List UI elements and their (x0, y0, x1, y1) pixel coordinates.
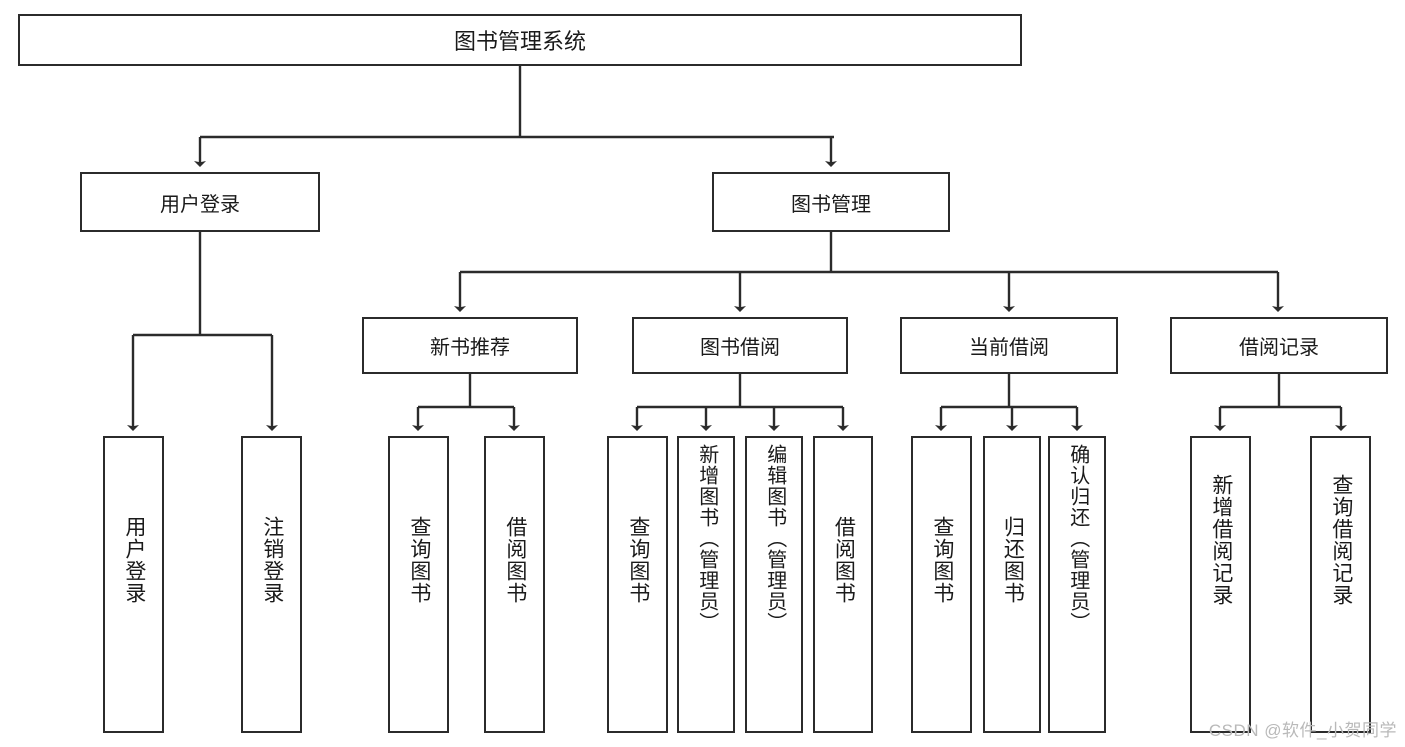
node-leaf-confirm-return-admin-label: 确认归还（管理员） (1066, 444, 1089, 633)
node-leaf-add-book-admin[interactable]: 新增图书（管理员） (677, 436, 735, 733)
node-root[interactable]: 图书管理系统 (18, 14, 1022, 66)
csdn-watermark: CSDN @软件_小贺同学 (1208, 721, 1397, 740)
node-leaf-query-book-3[interactable]: 查询图书 (911, 436, 972, 733)
node-leaf-query-book-2[interactable]: 查询图书 (607, 436, 668, 733)
node-leaf-query-borrow-record[interactable]: 查询借阅记录 (1310, 436, 1371, 733)
node-leaf-add-borrow-record-label: 新增借阅记录 (1209, 474, 1233, 606)
node-leaf-query-borrow-record-label: 查询借阅记录 (1329, 474, 1353, 606)
node-leaf-user-logout-label: 注销登录 (260, 516, 284, 604)
node-root-label: 图书管理系统 (453, 29, 586, 54)
node-leaf-query-book-1-label: 查询图书 (407, 516, 431, 604)
node-leaf-query-book-3-label: 查询图书 (930, 516, 954, 604)
node-user-login[interactable]: 用户登录 (80, 172, 320, 232)
node-book-borrow-label: 图书借阅 (700, 337, 780, 359)
node-leaf-query-book-2-label: 查询图书 (626, 516, 650, 604)
node-leaf-return-book-label: 归还图书 (1001, 516, 1025, 604)
node-book-borrow[interactable]: 图书借阅 (632, 317, 848, 374)
node-new-book-recommend[interactable]: 新书推荐 (362, 317, 578, 374)
node-leaf-user-login[interactable]: 用户登录 (103, 436, 164, 733)
node-leaf-confirm-return-admin[interactable]: 确认归还（管理员） (1048, 436, 1106, 733)
node-borrow-record[interactable]: 借阅记录 (1170, 317, 1388, 374)
node-leaf-edit-book-admin[interactable]: 编辑图书（管理员） (745, 436, 803, 733)
node-new-book-recommend-label: 新书推荐 (430, 337, 510, 359)
node-current-borrow[interactable]: 当前借阅 (900, 317, 1118, 374)
node-borrow-record-label: 借阅记录 (1239, 337, 1319, 359)
node-leaf-user-login-label: 用户登录 (122, 516, 146, 604)
node-leaf-edit-book-admin-label: 编辑图书（管理员） (763, 444, 786, 633)
node-leaf-return-book[interactable]: 归还图书 (983, 436, 1041, 733)
node-leaf-borrow-book-1[interactable]: 借阅图书 (484, 436, 545, 733)
node-leaf-add-borrow-record[interactable]: 新增借阅记录 (1190, 436, 1251, 733)
node-user-login-label: 用户登录 (160, 193, 240, 216)
node-book-manage-label: 图书管理 (791, 193, 871, 216)
node-book-manage[interactable]: 图书管理 (712, 172, 950, 232)
node-leaf-borrow-book-1-label: 借阅图书 (503, 516, 527, 604)
node-leaf-borrow-book-2-label: 借阅图书 (832, 516, 856, 604)
node-leaf-query-book-1[interactable]: 查询图书 (388, 436, 449, 733)
node-current-borrow-label: 当前借阅 (969, 337, 1049, 359)
node-leaf-borrow-book-2[interactable]: 借阅图书 (813, 436, 873, 733)
node-leaf-add-book-admin-label: 新增图书（管理员） (695, 444, 718, 633)
node-leaf-user-logout[interactable]: 注销登录 (241, 436, 302, 733)
